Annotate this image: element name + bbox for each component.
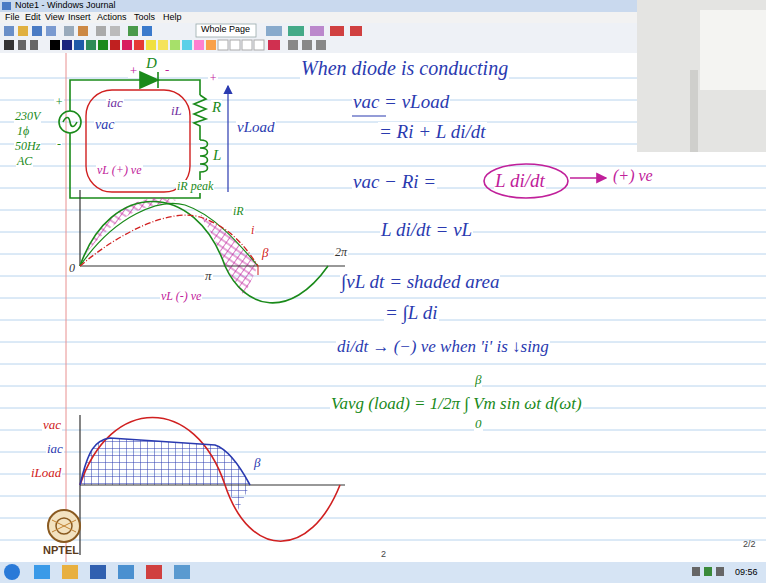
menu-item: Help	[162, 13, 183, 22]
logo-text: NPTEL	[42, 545, 80, 557]
pointer-arrow	[570, 177, 606, 178]
source-rating: AC	[16, 155, 33, 168]
menu-item: View	[44, 13, 65, 22]
menu-item: Actions	[96, 13, 128, 22]
inductor-label: L	[212, 148, 222, 164]
angle-label: β	[261, 246, 269, 260]
axis-tick: π	[204, 269, 213, 283]
polarity-sign: +	[128, 64, 139, 78]
axis-label: iLoad	[30, 466, 62, 480]
toolbar-icons	[4, 24, 362, 50]
angle-label: β	[253, 456, 261, 470]
equation: vac = vLoad	[352, 92, 450, 112]
highlight-circle	[484, 164, 568, 198]
integral-limit: 0	[474, 417, 483, 431]
resistor-label: R	[211, 100, 222, 116]
polarity-sign: -	[56, 138, 62, 151]
window-title: Note1 - Windows Journal	[14, 1, 117, 10]
sign-note: (+) ve	[612, 168, 654, 185]
curve-label: iR	[232, 205, 245, 218]
taskbar	[0, 562, 766, 583]
page-number: 2	[380, 550, 387, 559]
waveform-lower	[80, 415, 345, 555]
source-rating: 50Hz	[14, 140, 41, 153]
margin-line	[66, 53, 67, 562]
axis-label: iac	[46, 442, 64, 456]
voltage-arrow	[227, 86, 228, 192]
menu-item: File	[4, 13, 21, 22]
heading-note: When diode is conducting	[300, 58, 509, 79]
equation: Vavg (load) = 1/2π ∫ Vm sin ωt d(ωt)	[330, 395, 583, 413]
current-loop	[86, 90, 190, 192]
menu-item: Tools	[133, 13, 156, 22]
region-note: vL (-) ve	[160, 290, 202, 303]
clock: 09:56	[734, 568, 759, 577]
voltage-label: vLoad	[236, 120, 276, 136]
current-label: iL	[170, 104, 183, 118]
page-count: 2/2	[742, 540, 757, 549]
equation: ∫vL dt = shaded area	[340, 272, 500, 292]
equation: L di/dt = vL	[380, 220, 473, 240]
source-rating: 230V	[14, 110, 41, 123]
current-label: iac	[106, 96, 124, 110]
equation: vac − Ri =	[352, 172, 437, 192]
nptel-logo	[48, 510, 80, 542]
axis-label: vac	[42, 418, 62, 432]
polarity-sign: +	[208, 72, 218, 85]
curve-label: i	[250, 224, 255, 237]
voltage-label: vac	[94, 118, 115, 133]
curve-label: iR peak	[176, 180, 214, 193]
integral-limit: β	[474, 373, 482, 387]
webcam-inset	[637, 0, 766, 152]
equation: = ∫L di	[384, 303, 439, 323]
waveform-upper	[80, 190, 345, 303]
polarity-sign: -	[164, 63, 170, 77]
axis-tick: 2π	[334, 246, 348, 259]
diode-label: D	[145, 56, 158, 72]
note-text: di/dt → (−) ve when 'i' is ↓sing	[336, 338, 550, 356]
source-rating: 1ϕ	[16, 125, 30, 138]
menu-item: Insert	[67, 13, 92, 22]
menu-item: Edit	[24, 13, 42, 22]
equation: = Ri + L di/dt	[378, 122, 487, 142]
taskbar-icons	[4, 564, 724, 580]
region-note: vL (+) ve	[96, 164, 143, 177]
underline	[352, 115, 386, 116]
zoom-select: Whole Page	[200, 25, 251, 34]
equation: L di/dt	[494, 171, 546, 191]
axis-origin: 0	[68, 262, 76, 275]
app-icon	[2, 2, 11, 10]
polarity-sign: +	[54, 96, 64, 109]
